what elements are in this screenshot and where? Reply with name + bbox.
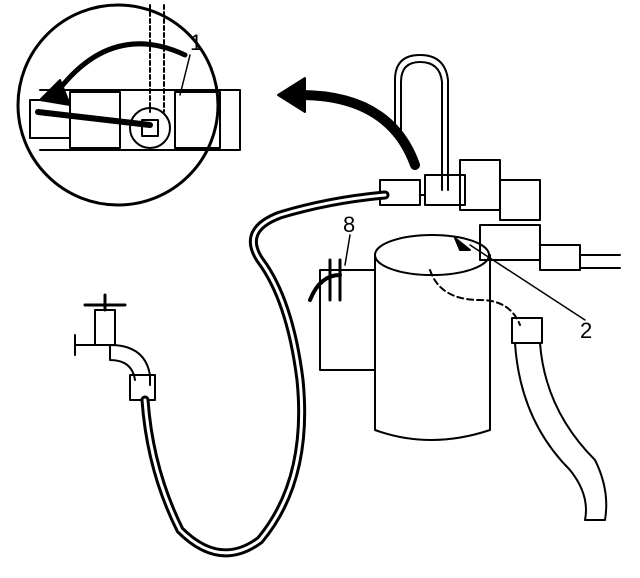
valve-detail-inset <box>16 3 241 207</box>
callout-2: 2 <box>580 318 593 343</box>
pointer-arrow-icon <box>277 77 420 170</box>
drain-hose <box>511 317 608 521</box>
supply-hose <box>140 190 390 558</box>
rotation-arrow-icon <box>52 41 188 98</box>
callout-8: 8 <box>343 212 356 237</box>
callout-1: 1 <box>190 30 203 55</box>
valve-assembly <box>379 54 621 271</box>
pressure-tank <box>308 234 521 441</box>
water-faucet <box>74 293 156 401</box>
